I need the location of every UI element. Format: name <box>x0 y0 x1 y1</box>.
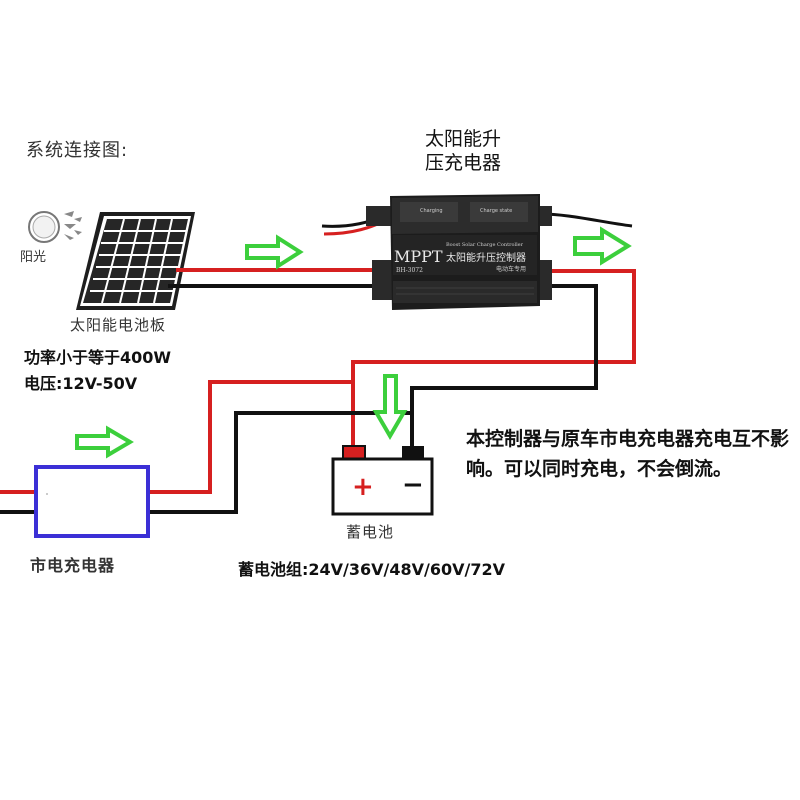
controller-label-line1: 太阳能升 <box>424 128 501 150</box>
battery-label: 蓄电池 <box>346 523 395 541</box>
device-usage: 电动车专用 <box>496 265 526 273</box>
device-tag-2: Charge state <box>480 208 512 214</box>
controller-label-line2: 压充电器 <box>424 152 501 174</box>
sun-label: 阳光 <box>20 250 47 265</box>
diagram-title: 系统连接图: <box>26 140 129 161</box>
mains-charger <box>34 465 150 538</box>
controller-label: 太阳能升 压充电器 <box>388 127 538 175</box>
battery: + − <box>331 445 434 516</box>
compatibility-note: 本控制器与原车市电充电器充电互不影响。可以同时充电，不会倒流。 <box>466 428 790 480</box>
arrow-down-icon <box>372 374 408 440</box>
device-name-en: Boost Solar Charge Controller <box>446 242 524 248</box>
output-negative-wire <box>410 284 598 449</box>
flow-arrows <box>75 226 632 459</box>
mains-positive-wire <box>148 380 353 494</box>
panel-power-spec: 功率小于等于400W <box>24 348 172 367</box>
arrow-right-icon <box>75 425 134 459</box>
mppt-controller: MPPT BH-3072 Boost Solar Charge Controll… <box>366 194 552 310</box>
wires <box>0 212 636 514</box>
arrow-right-icon <box>245 234 304 270</box>
sun-icon <box>28 211 82 243</box>
device-brand: MPPT <box>394 247 443 266</box>
mains-negative-wire <box>148 411 412 514</box>
device-tag-1: Charging <box>420 208 443 214</box>
panel-voltage-spec: 电压:12V-50V <box>24 374 138 393</box>
solar-panel <box>76 212 195 310</box>
device-model: BH-3072 <box>396 267 423 274</box>
battery-minus-sign: − <box>402 470 424 500</box>
arrow-right-icon <box>573 226 632 266</box>
solar-panel-label: 太阳能电池板 <box>70 316 167 334</box>
output-positive-wire <box>351 269 636 449</box>
battery-group-spec: 蓄电池组:24V/36V/48V/60V/72V <box>238 560 506 579</box>
mains-charger-label: 市电充电器 <box>30 556 116 575</box>
battery-plus-sign: + <box>352 472 374 502</box>
device-name-cn: 太阳能升压控制器 <box>446 251 526 264</box>
